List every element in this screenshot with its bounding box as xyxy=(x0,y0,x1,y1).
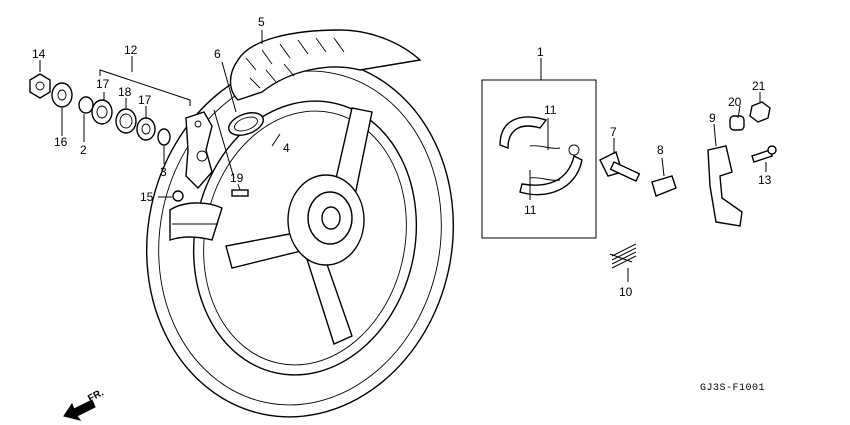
front-direction-label: FR. xyxy=(86,387,106,404)
radial-bearing-right xyxy=(136,117,156,141)
washer xyxy=(51,82,73,108)
tire-inner-edge xyxy=(158,70,442,406)
callout-11-lower: 11 xyxy=(524,203,537,217)
speedometer-gearbox xyxy=(185,111,213,190)
tire-section-lower xyxy=(169,202,223,241)
brake-arm xyxy=(707,145,743,227)
inner-tube xyxy=(228,112,264,136)
tire-tread-section xyxy=(228,29,422,136)
front-direction-indicator: FR. xyxy=(63,387,106,421)
radial-bearing-left xyxy=(91,99,113,125)
screw xyxy=(231,189,249,197)
adjusting-nut xyxy=(749,101,771,123)
dust-seal xyxy=(78,96,94,114)
o-ring xyxy=(157,128,171,146)
wheel-hub-center xyxy=(321,206,341,230)
callout-11-upper: 11 xyxy=(544,103,557,117)
axle-nut xyxy=(29,73,51,99)
brake-shoes xyxy=(499,116,583,196)
callout-21: 21 xyxy=(752,79,766,93)
callout-7: 7 xyxy=(610,125,617,139)
callout-labels: 1 2 3 4 5 6 7 8 9 10 11 11 12 13 14 15 1… xyxy=(32,15,772,299)
left-parts xyxy=(29,73,249,202)
callout-10: 10 xyxy=(619,285,633,299)
callout-13: 13 xyxy=(758,173,772,187)
brake-arm-bolt xyxy=(751,149,773,163)
small-bolt xyxy=(172,190,184,202)
callout-1: 1 xyxy=(537,45,544,59)
callout-18: 18 xyxy=(118,85,132,99)
callout-17-right: 17 xyxy=(138,93,152,107)
callout-14: 14 xyxy=(32,47,46,61)
wheel-assembly xyxy=(145,58,455,418)
diagram-code: GJ3S-F1001 xyxy=(700,383,765,394)
brake-shoe-box xyxy=(481,79,597,239)
callout-17-left: 17 xyxy=(96,77,110,91)
wear-indicator-plate xyxy=(651,175,677,197)
callout-8: 8 xyxy=(657,143,664,157)
right-parts xyxy=(599,101,777,269)
callout-16: 16 xyxy=(54,135,68,149)
callout-20: 20 xyxy=(728,95,742,109)
callout-4: 4 xyxy=(283,141,290,155)
leader-lines xyxy=(39,30,767,282)
distance-collar xyxy=(115,108,137,134)
callout-6: 6 xyxy=(214,47,221,61)
front-arrow-icon xyxy=(63,399,96,421)
callout-19: 19 xyxy=(230,171,244,185)
callout-9: 9 xyxy=(709,111,716,125)
callout-12: 12 xyxy=(124,43,138,57)
brake-joint xyxy=(729,115,745,131)
brake-return-spring xyxy=(609,243,637,269)
callout-15: 15 xyxy=(140,190,154,204)
callout-5: 5 xyxy=(258,15,265,29)
callout-2: 2 xyxy=(80,143,87,157)
callout-3: 3 xyxy=(160,165,167,179)
